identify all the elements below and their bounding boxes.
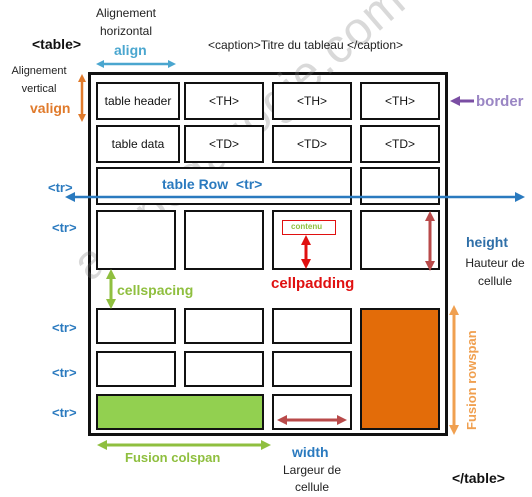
cell: [96, 351, 176, 387]
valign-description: Alignement vertical: [11, 65, 67, 95]
table-close-tag: </table>: [452, 470, 505, 486]
cell: [360, 210, 440, 270]
table-open-tag: <table>: [32, 36, 82, 52]
cellpadding-label: cellpadding: [271, 275, 355, 292]
tr-label: <tr>: [48, 180, 73, 195]
data-cell: <TD>: [360, 125, 440, 163]
cell: [96, 308, 176, 344]
data-cell: <TD>: [272, 125, 352, 163]
align-label: align: [114, 42, 147, 58]
header-cell: table header: [96, 82, 180, 120]
width-description: Largeur de cellule: [282, 463, 342, 494]
tr-label: <tr>: [52, 320, 77, 335]
cellspacing-label: cellspacing: [117, 282, 194, 298]
data-cell: table data: [96, 125, 180, 163]
cell: [96, 210, 176, 270]
cell: [184, 351, 264, 387]
content-label: contenu: [291, 222, 323, 231]
border-label: border: [476, 93, 524, 110]
table-frame: [88, 72, 448, 436]
height-label: height: [466, 234, 508, 250]
width-label: width: [292, 444, 329, 460]
caption-label: <caption>Titre du tableau </caption>: [208, 38, 404, 52]
rowspan-label: Fusion rowspan: [464, 330, 479, 430]
tr-label: <tr>: [52, 365, 77, 380]
tr-label: <tr>: [52, 405, 77, 420]
header-cell: <TH>: [360, 82, 440, 120]
table-row-label: table Row <tr>: [162, 176, 263, 192]
colspan-cell: [96, 394, 264, 430]
header-cell: <TH>: [184, 82, 264, 120]
width-cell: [272, 394, 352, 430]
cell: [184, 210, 264, 270]
content-box: [282, 220, 336, 235]
rowspan-cell: [360, 308, 440, 430]
cell: [272, 308, 352, 344]
valign-label: valign: [30, 100, 71, 116]
cellpadding-cell: [272, 210, 352, 270]
colspan-label: Fusion colspan: [125, 450, 221, 465]
align-description: Alignement horizontal: [95, 6, 157, 38]
height-description: Hauteur de cellule: [465, 256, 525, 288]
header-cell: <TH>: [272, 82, 352, 120]
tr-label: <tr>: [52, 220, 77, 235]
cell: [184, 308, 264, 344]
data-cell: <TD>: [184, 125, 264, 163]
cell: [272, 351, 352, 387]
table-row-cell: [360, 167, 440, 205]
